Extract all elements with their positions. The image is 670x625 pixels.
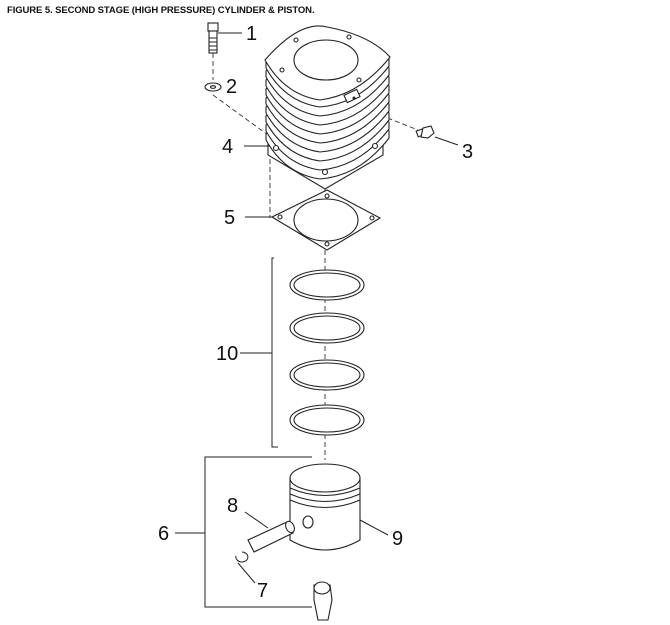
gasket-part <box>270 189 382 251</box>
piston-part <box>289 463 361 551</box>
piston-ring <box>293 272 361 298</box>
callout-8: 8 <box>227 495 238 517</box>
callout-3: 3 <box>462 141 473 163</box>
callout-7: 7 <box>257 580 268 602</box>
piston-rings-part <box>289 269 365 436</box>
callout-10: 10 <box>216 343 238 365</box>
cylinder-part <box>264 25 391 190</box>
callout-9: 9 <box>392 528 403 550</box>
washer-hole <box>209 85 217 89</box>
washer-alignment-line <box>212 94 269 136</box>
connecting-rod-end-part <box>313 581 333 621</box>
piston-ring <box>293 362 361 388</box>
piston-ring <box>289 269 365 301</box>
callout-2: 2 <box>226 76 237 98</box>
callout-6: 6 <box>158 523 169 545</box>
plug-alignment-line <box>379 114 419 131</box>
callout-5: 5 <box>224 207 235 229</box>
leader-8 <box>244 511 269 529</box>
piston-ring <box>293 407 361 433</box>
rings-bracket <box>240 257 278 448</box>
plug-part <box>415 125 435 139</box>
leader-9 <box>359 519 389 536</box>
wrist-pin-part <box>247 520 295 553</box>
piston-ring <box>293 315 361 341</box>
callout-1: 1 <box>246 23 257 45</box>
piston-ring <box>289 359 365 391</box>
bolt-part <box>207 22 219 54</box>
piston-ring <box>289 404 365 436</box>
piston-ring <box>289 312 365 344</box>
retaining-clip-part <box>235 551 249 563</box>
callout-4: 4 <box>222 136 233 158</box>
figure-title: FIGURE 5. SECOND STAGE (HIGH PRESSURE) C… <box>7 5 315 16</box>
leader-7 <box>237 562 256 584</box>
piston-assembly-bracket <box>175 456 312 608</box>
leader-3 <box>434 136 459 146</box>
